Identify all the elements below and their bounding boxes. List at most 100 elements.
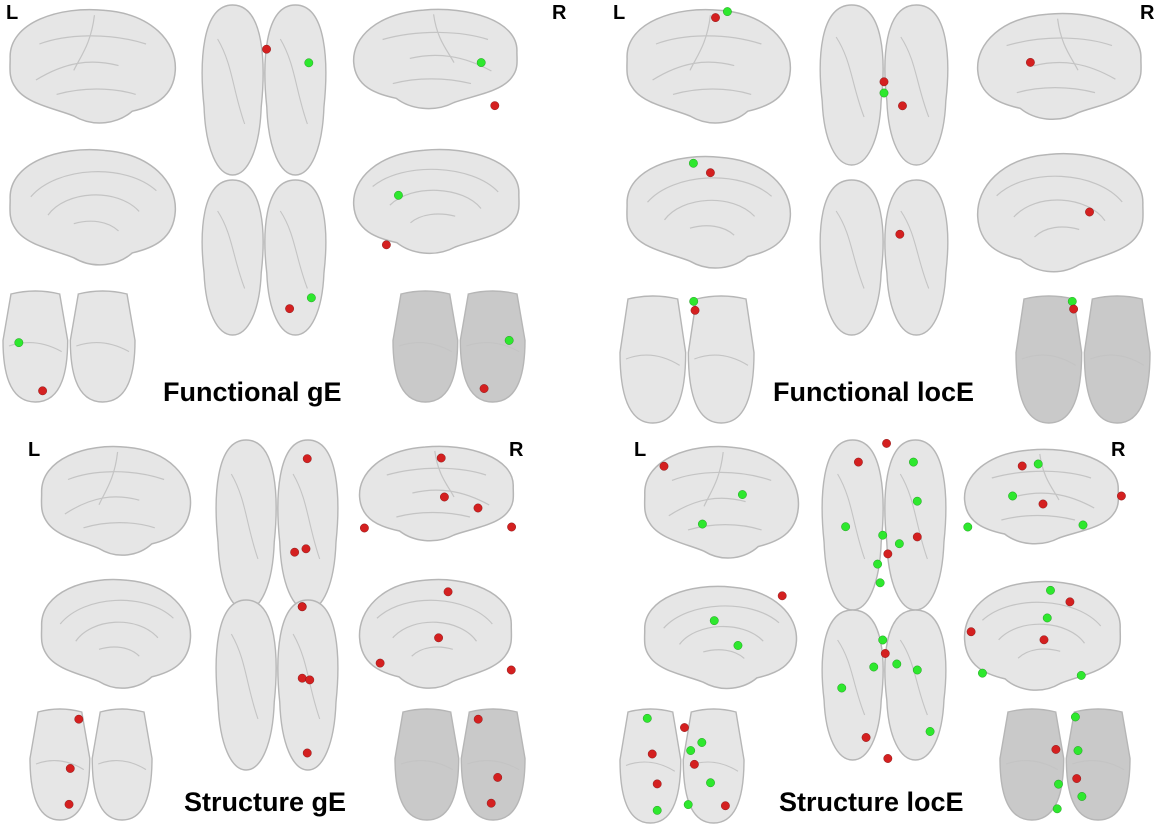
node-red [880, 649, 890, 658]
node-red [74, 714, 84, 724]
node-green [709, 616, 719, 626]
node-red [65, 764, 75, 773]
node-red [1051, 745, 1061, 754]
node-red [1085, 207, 1094, 217]
node-green [1076, 671, 1086, 680]
node-red [473, 503, 483, 513]
node-red [262, 44, 271, 54]
node-green [879, 88, 889, 98]
node-red [1069, 304, 1079, 314]
medial-view [626, 155, 792, 269]
node-red [506, 665, 516, 675]
node-red [883, 549, 893, 559]
node-green [1054, 779, 1063, 789]
dorsal-view [821, 439, 947, 611]
panel-title: Functional locE [773, 377, 975, 407]
medial-view [40, 578, 192, 689]
node-green [1071, 712, 1080, 722]
panel-title: Functional gE [163, 377, 342, 407]
node-red [690, 305, 700, 315]
medial-view [358, 578, 513, 689]
node-green [978, 668, 987, 678]
left-hemisphere-label: L [613, 2, 626, 24]
node-red [882, 438, 891, 448]
node-red [434, 633, 443, 643]
node-red [854, 457, 863, 467]
posterior-view [394, 708, 526, 821]
node-green [686, 746, 696, 755]
node-red [302, 748, 312, 758]
node-green [878, 530, 888, 540]
node-green [837, 683, 847, 693]
node-red [301, 544, 311, 554]
left-hemisphere-label: L [28, 439, 41, 461]
brain-views [2, 4, 526, 403]
node-green [1073, 746, 1083, 755]
left-hemisphere-label: L [6, 2, 19, 24]
node-red [507, 522, 516, 532]
node-red [652, 779, 662, 789]
ventral-view [821, 609, 947, 761]
node-red [290, 547, 300, 557]
node-green [873, 559, 882, 569]
node-red [479, 384, 489, 393]
ventral-view [201, 179, 327, 336]
node-red [912, 532, 922, 542]
lateral-view [358, 445, 515, 542]
left-hemisphere-label: L [634, 439, 647, 461]
node-red [966, 627, 976, 637]
brain-views [29, 439, 526, 821]
node-red [1065, 597, 1075, 607]
node-green [642, 713, 652, 723]
node-green [1078, 520, 1088, 530]
node-red [381, 240, 391, 250]
node-green [1052, 804, 1062, 814]
node-green [909, 457, 918, 467]
node-red [439, 492, 449, 502]
node-red [1026, 58, 1035, 67]
right-hemisphere-label: R [1111, 439, 1126, 461]
panel-structure-ge: L R Structure gE [0, 415, 579, 830]
dorsal-view [201, 4, 327, 176]
panel-functional-ge: L R Functional gE [0, 0, 579, 415]
node-red [879, 77, 889, 87]
node-red [861, 733, 871, 742]
node-red [777, 591, 787, 601]
brain-views [619, 438, 1131, 824]
node-green [689, 158, 698, 168]
node-green [697, 738, 707, 747]
node-green [706, 778, 715, 788]
node-green [1077, 792, 1087, 801]
posterior-view [392, 290, 526, 403]
node-green [892, 659, 902, 669]
panel-title: Structure gE [184, 787, 347, 817]
node-red [305, 675, 315, 685]
node-green [738, 490, 747, 499]
node-green [1042, 613, 1052, 623]
node-red [493, 773, 503, 782]
right-hemisphere-label: R [509, 439, 524, 461]
node-red [690, 759, 699, 769]
lateral-view [643, 445, 800, 559]
right-hemisphere-label: R [1140, 2, 1155, 24]
anterior-view [619, 708, 745, 824]
node-red [64, 799, 74, 809]
node-green [1033, 459, 1043, 469]
posterior-view [1015, 295, 1151, 424]
node-red [473, 714, 483, 724]
node-red [443, 587, 453, 597]
node-green [912, 665, 922, 675]
node-red [1117, 491, 1126, 501]
node-red [706, 168, 715, 178]
node-green [875, 578, 885, 588]
node-red [297, 673, 307, 683]
node-red [898, 101, 907, 111]
dorsal-view [215, 439, 339, 611]
lateral-view [352, 8, 518, 110]
node-green [869, 662, 879, 672]
anterior-view [2, 290, 136, 403]
node-red [680, 723, 689, 732]
medial-view [9, 148, 177, 266]
right-hemisphere-label: R [552, 2, 567, 24]
node-green [912, 496, 922, 506]
